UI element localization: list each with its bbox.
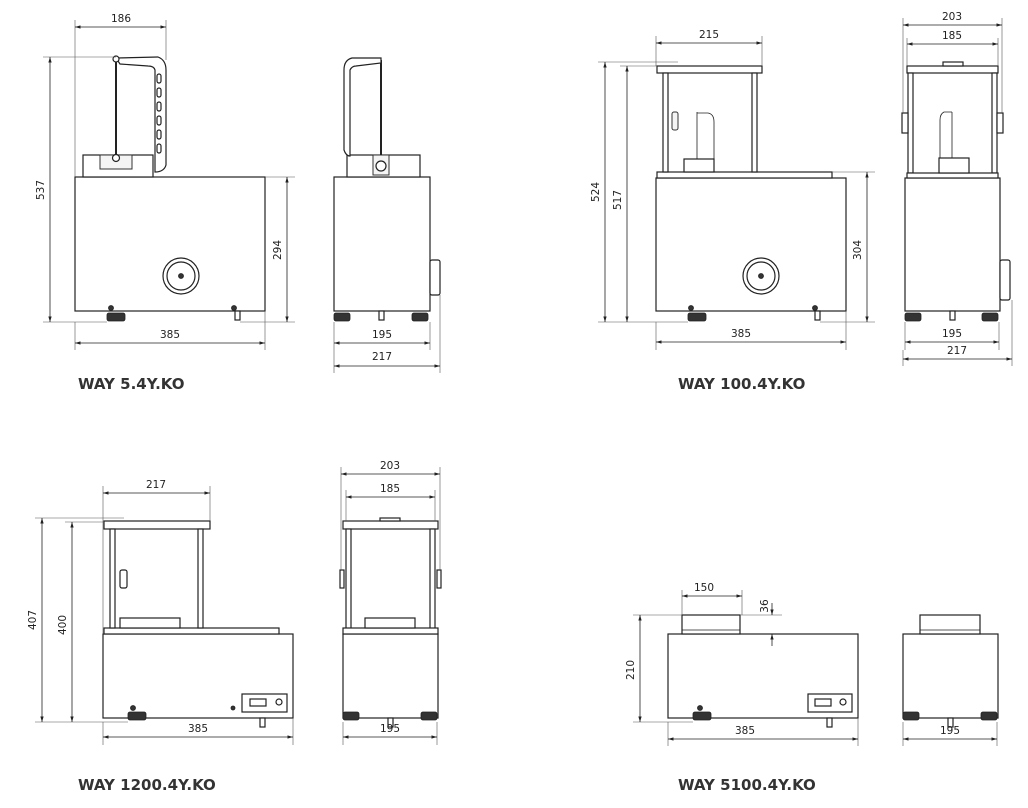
side-view	[902, 614, 999, 728]
dimension-label: 304	[852, 240, 864, 260]
dimension-label: 517	[612, 190, 624, 210]
dimension-label: 195	[942, 328, 962, 340]
dimension-label: 203	[380, 460, 400, 472]
dimension-label: 150	[694, 582, 714, 594]
front-view	[655, 65, 847, 322]
dimension-label: 195	[940, 725, 960, 737]
dimension-label: 407	[27, 610, 39, 630]
panel-way-1200-4y-ko: WAY 1200.4Y.KO	[78, 517, 442, 794]
front-view	[102, 520, 294, 728]
model-title: WAY 1200.4Y.KO	[78, 776, 216, 794]
dimension-label: 217	[146, 479, 166, 491]
dimension-label: 203	[942, 11, 962, 23]
dimension-label: 186	[111, 13, 131, 25]
side-view	[339, 517, 442, 728]
side-view	[333, 57, 441, 322]
dimension-label: 385	[160, 329, 180, 341]
dimension-label: 195	[372, 329, 392, 341]
arm-slots	[156, 73, 162, 154]
dimension-label: 217	[947, 345, 967, 357]
panel-way-100-4y-ko: WAY 100.4Y.KO	[655, 61, 1011, 393]
dimension-label: 217	[372, 351, 392, 363]
model-title: WAY 100.4Y.KO	[678, 375, 805, 393]
dimension-label: 185	[942, 30, 962, 42]
dimension-label: 195	[380, 723, 400, 735]
dimension-label: 215	[699, 29, 719, 41]
front-view	[74, 55, 266, 322]
panel-way-5100-4y-ko: WAY 5100.4Y.KO	[667, 614, 999, 794]
dimension-label: 294	[272, 240, 284, 260]
dimension-label: 385	[731, 328, 751, 340]
dimension-label: 400	[57, 615, 69, 635]
side-view	[901, 61, 1011, 322]
dimension-label: 537	[35, 180, 47, 200]
dimension-label: 210	[625, 660, 637, 680]
panel-way-5-4y-ko: WAY 5.4Y.KO	[74, 55, 441, 393]
model-title: WAY 5100.4Y.KO	[678, 776, 816, 794]
dimension-label: 385	[735, 725, 755, 737]
front-view	[667, 614, 859, 728]
dimension-label: 524	[590, 182, 602, 202]
dimension-lines: 186 537 294 385 195 217 215 524 517 304 385 203 185 1…	[27, 11, 1013, 746]
dimension-label: 385	[188, 723, 208, 735]
dimension-label: 36	[759, 599, 771, 613]
dimension-label: 185	[380, 483, 400, 495]
model-title: WAY 5.4Y.KO	[78, 375, 184, 393]
